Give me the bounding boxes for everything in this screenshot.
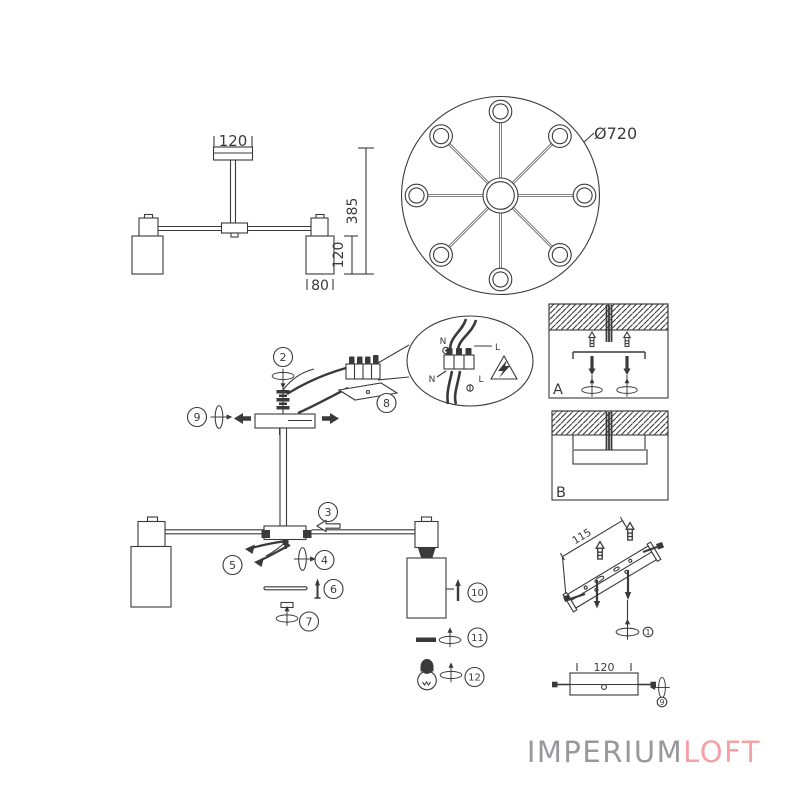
threaded-rod <box>263 586 308 591</box>
rotate-up-icon-step-12 <box>439 661 463 683</box>
side-screw-icon <box>656 542 664 550</box>
mounting-panel-a: A <box>548 303 669 399</box>
step-11-number: 11 <box>471 633 484 644</box>
step-5-marker <box>222 554 243 576</box>
step-11-marker <box>467 627 488 648</box>
step-12-marker <box>464 666 485 688</box>
step-3-marker <box>317 501 339 523</box>
step-4-number: 4 <box>321 554 328 567</box>
ground-symbol-icon <box>466 384 474 392</box>
top-view-drawing: Ø720 <box>400 95 637 296</box>
step-9-marker <box>186 406 208 428</box>
mounting-panel-b: B <box>551 410 669 501</box>
left-shade-assembly <box>130 545 172 608</box>
wire-l-top-label: L <box>495 343 500 353</box>
wire-n-top-label: N <box>440 337 447 347</box>
left-socket-assembly <box>137 520 166 548</box>
terminal-plate <box>337 382 399 401</box>
rotate-up-icon-step-1 <box>615 618 640 641</box>
logo-imperium: IMPERIUM <box>527 735 683 769</box>
step-7-marker <box>298 611 320 632</box>
diameter-label: Ø720 <box>594 124 637 143</box>
lightning-bolt-icon <box>498 360 510 378</box>
left-socket-side <box>138 217 159 237</box>
rotate-right-icon-step-9 <box>209 405 233 429</box>
logo-loft: LOFT <box>683 735 761 769</box>
shade-diameter-label: 80 <box>311 278 329 294</box>
stem-side <box>229 159 237 224</box>
main-assembly-drawing: 2 9 3 <box>130 315 534 691</box>
wire-arrow-icon <box>254 557 264 567</box>
insert-arm-arrow-icon <box>315 519 341 533</box>
shade-height-label: 120 <box>331 242 347 269</box>
wire-arrow-icon <box>245 544 255 554</box>
stem-assembly <box>279 427 288 527</box>
step-5-number: 5 <box>229 559 236 572</box>
step-3-number: 3 <box>325 506 332 519</box>
wire-n-bottom-label: N <box>429 375 436 385</box>
wall-plug-icon <box>625 521 635 541</box>
left-shade-side <box>131 235 164 275</box>
wall-plug-icon <box>595 540 605 560</box>
step-9-detail-number: 9 <box>660 698 665 707</box>
right-shade-side <box>305 235 335 275</box>
mounting-bracket-bar <box>566 545 658 609</box>
side-screw-icon <box>552 681 558 688</box>
step-8-marker <box>376 392 397 414</box>
canopy-width-label: 120 <box>219 132 248 150</box>
total-height-label: 385 <box>345 198 361 225</box>
right-socket-assembly <box>414 520 439 549</box>
step-6-marker <box>323 578 344 600</box>
retaining-ring <box>416 637 436 642</box>
crossbar-length-label: 120 <box>594 661 615 674</box>
step-10-marker <box>467 582 488 603</box>
rotate-up-icon-step-11 <box>438 626 462 648</box>
hub-side <box>220 222 249 234</box>
bracket-length-label: 115 <box>570 526 593 547</box>
side-screw-icon <box>563 594 571 602</box>
right-shade-assembly <box>406 557 447 619</box>
step-12-number: 12 <box>468 673 481 684</box>
rotate-right-icon-step-4 <box>293 547 317 571</box>
step-4-marker <box>314 549 335 571</box>
crossbar-front-view <box>572 449 648 465</box>
hub-assembly <box>263 525 307 541</box>
brand-logo: IMPERIUMLOFT <box>527 735 761 769</box>
step-1-number: 1 <box>646 628 651 637</box>
step-2-marker <box>272 346 294 368</box>
step-7-number: 7 <box>306 616 313 629</box>
rotate-down-icon-step-2 <box>271 368 295 390</box>
terminal-block-detail <box>443 354 475 370</box>
bracket-detail-drawing: 115 1 <box>559 516 664 641</box>
panel-b-label: B <box>556 485 566 501</box>
right-socket-side <box>310 217 329 237</box>
rotate-left-icon-step-9 <box>649 676 671 699</box>
slide-right-arrow-icon <box>322 413 339 424</box>
step-8-number: 8 <box>383 397 390 410</box>
side-view-drawing: 120 385 120 80 <box>131 132 374 294</box>
shade-circles-top <box>404 99 597 292</box>
step-10-number: 10 <box>471 588 484 599</box>
slide-left-arrow-icon <box>234 413 251 424</box>
crossbar-detail-drawing: 120 9 <box>552 661 671 708</box>
step-9-number: 9 <box>194 411 201 424</box>
step-9-detail-marker <box>656 696 668 708</box>
wire-l-bottom-label: L <box>478 375 483 385</box>
panel-a-label: A <box>553 382 563 398</box>
ceiling-hatch-b <box>551 410 669 436</box>
step-1-marker <box>642 626 654 638</box>
side-screw-icon <box>650 681 656 688</box>
rotate-up-icon-step-7 <box>275 605 299 627</box>
step-6-number: 6 <box>330 583 337 596</box>
step-2-number: 2 <box>280 351 287 364</box>
